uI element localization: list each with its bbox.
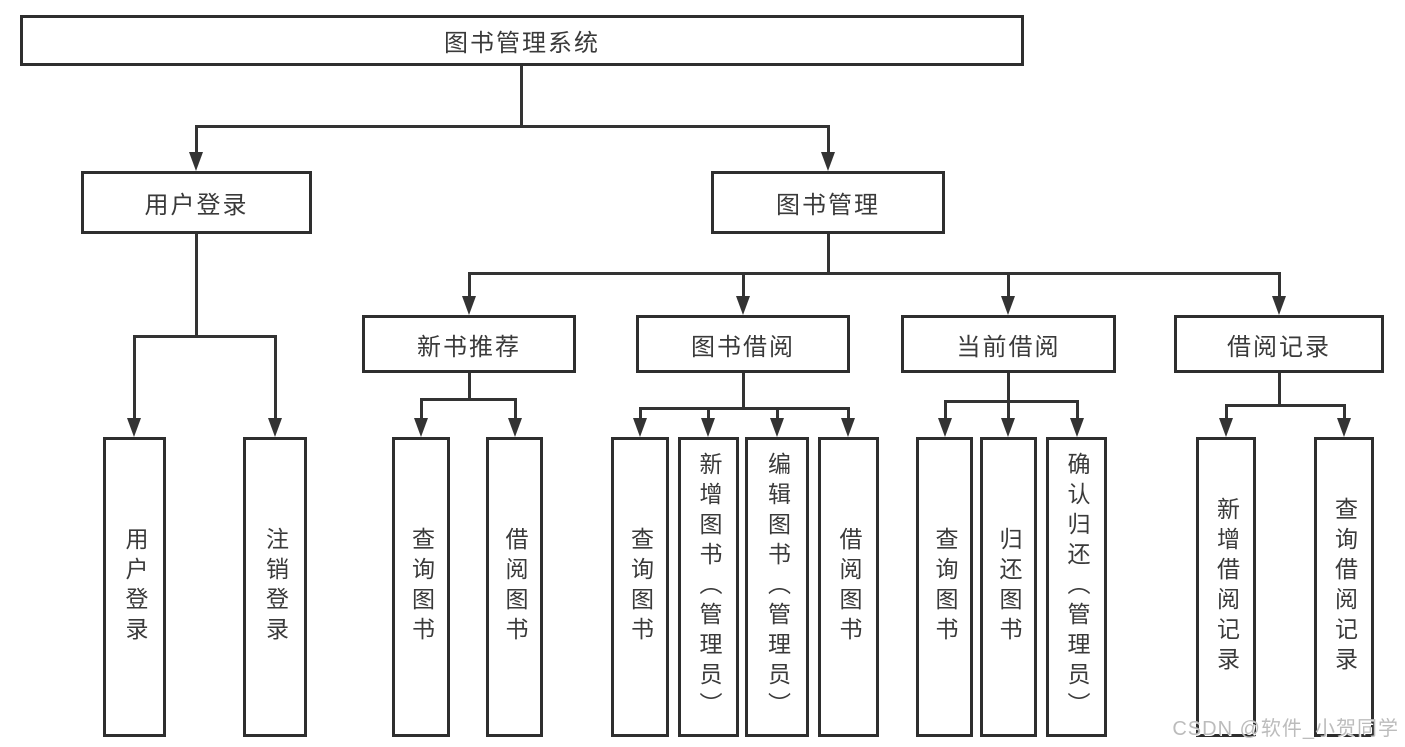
connector-vline [1007,373,1010,403]
csdn-watermark: CSDN @软件_小贺同学 [1172,718,1399,740]
node-book-management: 图书管理 [711,171,945,234]
leaf-user-login-label: 用户登录 [122,527,148,647]
connector-vline [468,272,471,298]
node-user-login-label: 用户登录 [144,192,249,219]
node-book-borrowing-label: 图书借阅 [691,333,795,361]
arrowhead-down-icon [268,418,282,437]
connector-hline [195,125,829,128]
arrowhead-down-icon [736,296,750,315]
connector-hline [639,407,850,410]
connector-vline [827,125,830,154]
leaf-add-borrow-record: 新增借阅记录 [1196,437,1256,737]
connector-vline [847,407,850,420]
leaf-query-books-1-label: 查询图书 [408,527,435,647]
connector-vline [1007,272,1010,298]
leaf-add-books-admin-label: 新增图书（管理员） [696,452,722,722]
leaf-confirm-return-admin: 确认归还（管理员） [1046,437,1107,737]
leaf-return-books: 归还图书 [980,437,1037,737]
connector-vline [944,400,947,420]
node-new-book-recommend: 新书推荐 [362,315,576,373]
arrowhead-down-icon [1001,296,1015,315]
connector-vline [195,125,198,154]
leaf-query-borrow-record-label: 查询借阅记录 [1331,497,1358,677]
leaf-query-books-2-label: 查询图书 [627,527,654,647]
connector-vline [742,373,745,410]
arrowhead-down-icon [462,296,476,315]
arrowhead-down-icon [127,418,141,437]
leaf-borrow-books-2-label: 借阅图书 [836,527,862,647]
leaf-logout-label: 注销登录 [262,527,289,647]
node-current-borrowing: 当前借阅 [901,315,1116,373]
arrowhead-down-icon [633,418,647,437]
node-new-book-recommend-label: 新书推荐 [417,333,521,361]
connector-vline [514,398,517,420]
connector-hline [420,398,516,401]
node-book-system: 图书管理系统 [20,15,1024,66]
connector-vline [520,66,523,126]
connector-vline [827,234,830,275]
connector-vline [468,373,471,401]
connector-vline [1007,400,1010,420]
node-current-borrowing-label: 当前借阅 [956,333,1061,361]
leaf-borrow-books-1-label: 借阅图书 [502,527,528,647]
arrowhead-down-icon [841,418,855,437]
connector-vline [420,398,423,420]
connector-vline [1076,400,1079,420]
arrowhead-down-icon [938,418,952,437]
arrowhead-down-icon [1337,418,1351,437]
connector-vline [639,407,642,420]
leaf-user-login: 用户登录 [103,437,166,737]
connector-hline [133,335,276,338]
arrowhead-down-icon [1219,418,1233,437]
leaf-query-books-1: 查询图书 [392,437,450,737]
connector-vline [1225,404,1228,420]
leaf-borrow-books-2: 借阅图书 [818,437,879,737]
node-user-login: 用户登录 [81,171,312,234]
connector-hline [944,400,1078,403]
leaf-add-books-admin: 新增图书（管理员） [678,437,739,737]
connector-vline [742,272,745,298]
leaf-query-books-3-label: 查询图书 [932,527,958,647]
leaf-edit-books-admin: 编辑图书（管理员） [745,437,809,737]
connector-vline [1278,373,1281,407]
leaf-query-books-2: 查询图书 [611,437,669,737]
leaf-query-borrow-record: 查询借阅记录 [1314,437,1374,737]
connector-vline [776,407,779,420]
node-book-management-label: 图书管理 [776,192,880,219]
connector-vline [1343,404,1346,420]
arrowhead-down-icon [189,152,203,171]
arrowhead-down-icon [821,152,835,171]
node-book-borrowing: 图书借阅 [636,315,850,373]
leaf-query-books-3: 查询图书 [916,437,973,737]
arrowhead-down-icon [508,418,522,437]
leaf-borrow-books-1: 借阅图书 [486,437,543,737]
connector-vline [1278,272,1281,298]
connector-vline [274,335,277,420]
arrowhead-down-icon [701,418,715,437]
leaf-return-books-label: 归还图书 [996,527,1022,647]
node-borrowing-records: 借阅记录 [1174,315,1384,373]
arrowhead-down-icon [1001,418,1015,437]
arrowhead-down-icon [1070,418,1084,437]
arrowhead-down-icon [414,418,428,437]
leaf-confirm-return-admin-label: 确认归还（管理员） [1064,452,1090,722]
leaf-edit-books-admin-label: 编辑图书（管理员） [764,452,791,722]
connector-vline [707,407,710,420]
node-book-system-label: 图书管理系统 [444,30,600,57]
connector-vline [195,234,198,338]
connector-hline [1225,404,1346,407]
connector-vline [133,335,136,420]
arrowhead-down-icon [770,418,784,437]
node-borrowing-records-label: 借阅记录 [1227,333,1331,361]
leaf-add-borrow-record-label: 新增借阅记录 [1213,497,1240,677]
leaf-logout: 注销登录 [243,437,307,737]
arrowhead-down-icon [1272,296,1286,315]
connector-hline [468,272,1280,275]
